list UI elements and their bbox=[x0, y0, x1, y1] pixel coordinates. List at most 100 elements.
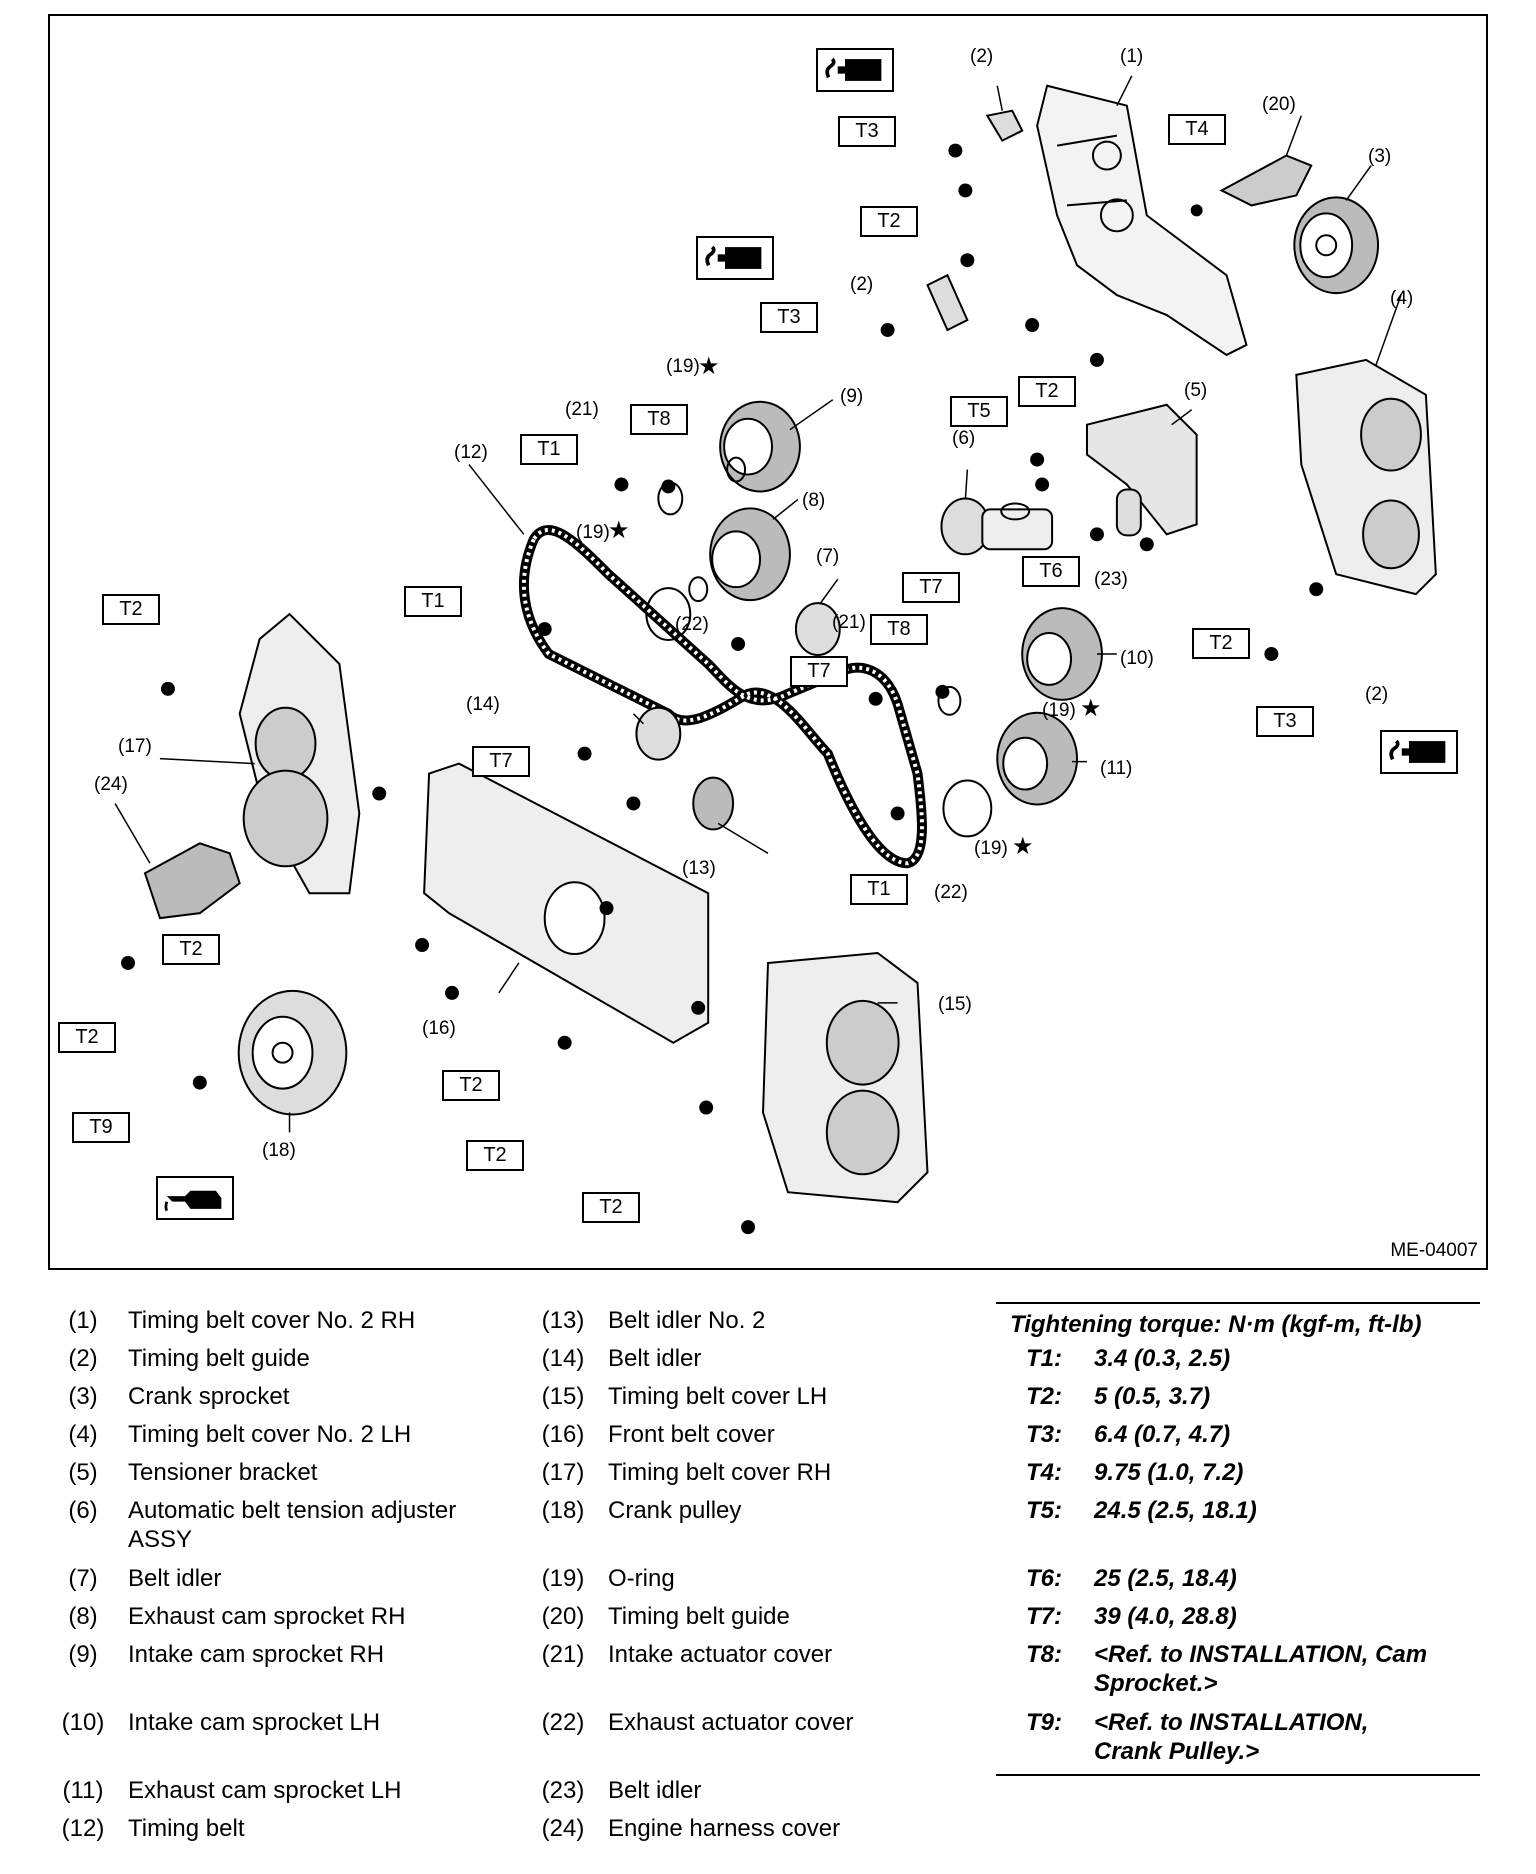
callout-19-c: (19) bbox=[1042, 700, 1076, 721]
torque-value: <Ref. to INSTALLATION, Crank Pulley.> bbox=[1094, 1709, 1369, 1765]
torque-key: T2: bbox=[1026, 1383, 1062, 1410]
legend-num: (23) bbox=[541, 1777, 585, 1804]
automatic-belt-tension-adjuster bbox=[940, 497, 1054, 556]
timing-belt-guide-middle bbox=[926, 273, 969, 332]
figure-id: ME-04007 bbox=[1390, 1240, 1478, 1261]
legend-num: (16) bbox=[541, 1421, 585, 1448]
legend-num: (18) bbox=[541, 1497, 585, 1524]
torque-key: T5: bbox=[1026, 1497, 1062, 1524]
callout-10: (10) bbox=[1120, 648, 1154, 669]
torque-box-t3: T3 bbox=[1256, 706, 1314, 737]
belt-idler-23 bbox=[1115, 488, 1142, 537]
legend-text: Timing belt cover LH bbox=[608, 1383, 828, 1410]
callout-19-b: (19) bbox=[576, 522, 610, 543]
legend-text: Engine harness cover bbox=[608, 1815, 841, 1842]
legend-num: (22) bbox=[541, 1709, 585, 1736]
torque-box-t4: T4 bbox=[1168, 114, 1226, 145]
legend-num: (2) bbox=[68, 1345, 98, 1372]
legend-num: (14) bbox=[541, 1345, 585, 1372]
callout-22-b: (22) bbox=[934, 882, 968, 903]
legend-text: Intake cam sprocket LH bbox=[128, 1709, 381, 1736]
front-belt-cover bbox=[423, 762, 710, 1044]
callout-7: (7) bbox=[816, 546, 840, 567]
star-icon: ★ bbox=[608, 517, 630, 544]
legend-num: (12) bbox=[61, 1815, 105, 1842]
callout-19-a: (19) bbox=[666, 356, 700, 377]
intake-actuator-cover-lh bbox=[937, 685, 962, 716]
torque-value: <Ref. to INSTALLATION, Cam Sprocket.> bbox=[1094, 1641, 1428, 1697]
callout-18: (18) bbox=[262, 1140, 296, 1161]
legend-text: Belt idler bbox=[608, 1345, 702, 1372]
callout-1: (1) bbox=[1120, 46, 1144, 67]
torque-box-t9: T9 bbox=[72, 1112, 130, 1143]
legend-text: Belt idler bbox=[128, 1565, 222, 1592]
torque-box-t6: T6 bbox=[1022, 556, 1080, 587]
callout-11: (11) bbox=[1100, 758, 1133, 779]
callout-12: (12) bbox=[454, 442, 488, 463]
bolts bbox=[121, 143, 1324, 1235]
callout-3: (3) bbox=[1368, 146, 1392, 167]
legend-num: (3) bbox=[68, 1383, 98, 1410]
torque-box-t1: T1 bbox=[520, 434, 578, 465]
star-icon: ★ bbox=[1080, 695, 1102, 722]
legend-text: Intake actuator cover bbox=[608, 1641, 833, 1668]
torque-box-t2: T2 bbox=[102, 594, 160, 625]
torque-box-t8: T8 bbox=[630, 404, 688, 435]
legend-text: Exhaust actuator cover bbox=[608, 1709, 854, 1736]
diagram-artwork bbox=[114, 75, 1437, 1235]
callout-4: (4) bbox=[1390, 288, 1414, 309]
callout-2-upper: (2) bbox=[970, 46, 994, 67]
legend-num: (21) bbox=[541, 1641, 585, 1668]
callout-5: (5) bbox=[1184, 380, 1208, 401]
legend-text: Timing belt cover RH bbox=[608, 1459, 832, 1486]
legend-num: (11) bbox=[62, 1777, 104, 1804]
legend-text: Crank sprocket bbox=[128, 1383, 290, 1410]
intake-cam-sprocket-rh bbox=[719, 400, 801, 493]
torque-box-t1: T1 bbox=[404, 586, 462, 617]
torque-key: T6: bbox=[1026, 1565, 1062, 1592]
callout-19-d: (19) bbox=[974, 838, 1008, 859]
intake-cam-sprocket-lh bbox=[1021, 607, 1103, 701]
legend-num: (20) bbox=[541, 1603, 585, 1630]
star-icon: ★ bbox=[1012, 833, 1034, 860]
legend-text: O-ring bbox=[608, 1565, 675, 1592]
legend-num: (7) bbox=[68, 1565, 98, 1592]
timing-belt-guide-20 bbox=[1219, 154, 1313, 207]
star-icon: ★ bbox=[698, 353, 720, 380]
torque-value: 25 (2.5, 18.4) bbox=[1094, 1565, 1237, 1592]
legend-num: (8) bbox=[68, 1603, 98, 1630]
belt-idler-no2 bbox=[692, 776, 735, 831]
callout-16: (16) bbox=[422, 1018, 456, 1039]
legend-num: (19) bbox=[541, 1565, 585, 1592]
timing-belt-cover-no2-lh bbox=[1295, 358, 1437, 596]
callout-14: (14) bbox=[466, 694, 500, 715]
callout-20: (20) bbox=[1262, 94, 1296, 115]
torque-value: 3.4 (0.3, 2.5) bbox=[1094, 1345, 1231, 1372]
engine-harness-cover bbox=[143, 842, 241, 920]
torque-value: 39 (4.0, 28.8) bbox=[1094, 1603, 1237, 1630]
callout-17: (17) bbox=[118, 736, 152, 757]
timing-belt-cover-lh bbox=[762, 951, 929, 1204]
legend-text: Belt idler No. 2 bbox=[608, 1307, 766, 1334]
torque-key: T3: bbox=[1026, 1421, 1062, 1448]
torque-box-t2: T2 bbox=[442, 1070, 500, 1101]
legend-num: (17) bbox=[541, 1459, 585, 1486]
exhaust-cam-sprocket-rh bbox=[709, 507, 791, 602]
tensioner-bracket bbox=[1085, 403, 1198, 536]
torque-value: 5 (0.5, 3.7) bbox=[1094, 1383, 1211, 1410]
torque-box-t2: T2 bbox=[1018, 376, 1076, 407]
legend-num: (4) bbox=[68, 1421, 98, 1448]
legend-num: (5) bbox=[68, 1459, 98, 1486]
oil-can-icon bbox=[156, 1176, 234, 1220]
exhaust-cam-sprocket-lh bbox=[996, 711, 1079, 806]
sealant-icon bbox=[696, 236, 774, 280]
callout-21-b: (21) bbox=[832, 612, 866, 633]
timing-belt-cover-no2-rh bbox=[1036, 84, 1248, 357]
legend-text: Automatic belt tension adjuster ASSY bbox=[128, 1497, 457, 1553]
callout-2-lower: (2) bbox=[1365, 684, 1389, 705]
legend-num: (10) bbox=[61, 1709, 105, 1736]
timing-belt-cover-rh bbox=[238, 612, 361, 895]
torque-box-t2: T2 bbox=[582, 1192, 640, 1223]
legend-text: Timing belt guide bbox=[608, 1603, 790, 1630]
legend-text: Timing belt cover No. 2 LH bbox=[128, 1421, 412, 1448]
